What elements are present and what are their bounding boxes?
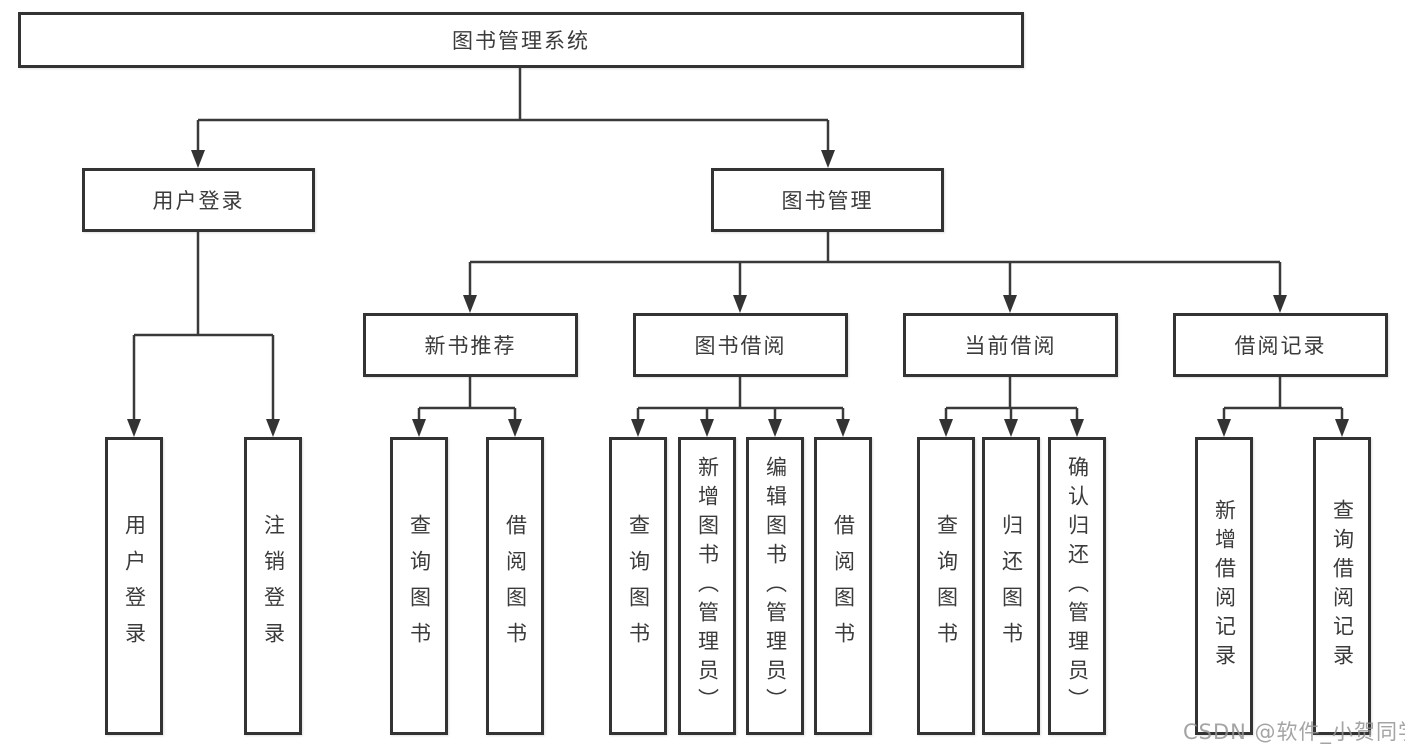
node-user-login: 用户登录 — [82, 168, 315, 232]
node-borrowing-records: 借阅记录 — [1173, 313, 1388, 377]
leaf-logout-login: 注销登录 — [244, 437, 302, 735]
leaf-edit-book-admin: 编辑图书（管理员） — [746, 437, 804, 735]
node-library-management-system: 图书管理系统 — [18, 12, 1024, 68]
leaf-return-books: 归还图书 — [982, 437, 1040, 735]
leaf-add-borrow-record: 新增借阅记录 — [1195, 437, 1253, 735]
leaf-add-book-admin: 新增图书（管理员） — [678, 437, 736, 735]
leaf-user-login: 用户登录 — [105, 437, 163, 735]
node-book-borrowing: 图书借阅 — [633, 313, 848, 377]
leaf-borrow-books: 借阅图书 — [814, 437, 872, 735]
leaf-query-borrow-record: 查询借阅记录 — [1313, 437, 1371, 735]
leaf-query-books-borrowing: 查询图书 — [609, 437, 667, 735]
leaf-query-books-recommend: 查询图书 — [390, 437, 448, 735]
leaf-borrow-books-recommend: 借阅图书 — [486, 437, 544, 735]
node-new-book-recommend: 新书推荐 — [363, 313, 578, 377]
node-book-management: 图书管理 — [711, 168, 944, 232]
watermark: CSDN @软件_小贺同学 — [1183, 720, 1405, 744]
node-current-borrowing: 当前借阅 — [903, 313, 1118, 377]
leaf-query-books-current: 查询图书 — [917, 437, 975, 735]
leaf-confirm-return-admin: 确认归还（管理员） — [1048, 437, 1106, 735]
